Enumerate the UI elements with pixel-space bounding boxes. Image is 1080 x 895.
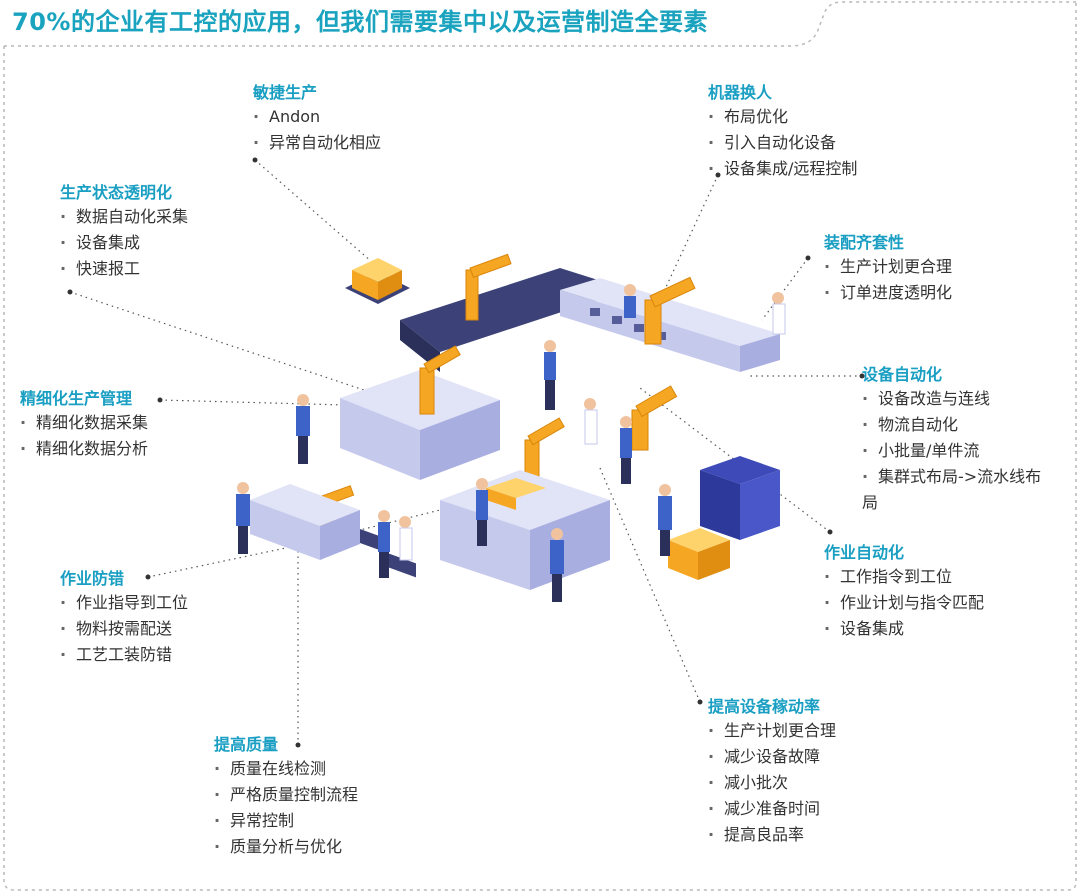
list-item: 异常控制 (214, 808, 358, 834)
group-transparency: 生产状态透明化 数据自动化采集 设备集成 快速报工 (60, 182, 188, 282)
list-item: 订单进度透明化 (824, 280, 952, 306)
group-heading: 提高质量 (214, 735, 279, 754)
list-item: 物料按需配送 (60, 616, 188, 642)
list-item: 异常自动化相应 (253, 130, 381, 156)
group-quality: 提高质量 质量在线检测 严格质量控制流程 异常控制 质量分析与优化 (214, 734, 358, 860)
list-item: 快速报工 (60, 256, 188, 282)
list-item: 工艺工装防错 (60, 642, 188, 668)
list-item: 生产计划更合理 (824, 254, 952, 280)
group-error-proofing: 作业防错 作业指导到工位 物料按需配送 工艺工装防错 (60, 568, 188, 668)
list-item: 设备集成/远程控制 (708, 156, 857, 182)
group-heading: 设备自动化 (862, 365, 943, 384)
group-heading: 敏捷生产 (253, 83, 318, 102)
list-item: 质量分析与优化 (214, 834, 358, 860)
list-item: 设备集成 (60, 230, 188, 256)
list-item: 设备改造与连线 (862, 386, 1042, 412)
forklift (668, 456, 780, 580)
list-item: 工作指令到工位 (824, 564, 984, 590)
list-item: 作业指导到工位 (60, 590, 188, 616)
list-item: 精细化数据分析 (20, 436, 148, 462)
robot-arms (319, 253, 696, 529)
group-refined-management: 精细化生产管理 精细化数据采集 精细化数据分析 (20, 388, 148, 462)
list-item: 小批量/单件流 (862, 438, 1042, 464)
list-item: 质量在线检测 (214, 756, 358, 782)
list-item: 减小批次 (708, 770, 836, 796)
list-item: 布局优化 (708, 104, 857, 130)
group-heading: 装配齐套性 (824, 233, 905, 252)
list-item: 数据自动化采集 (60, 204, 188, 230)
workers (236, 284, 786, 602)
group-heading: 生产状态透明化 (60, 183, 173, 202)
list-item: 设备集成 (824, 616, 984, 642)
group-heading: 作业自动化 (824, 543, 905, 562)
list-item: 物流自动化 (862, 412, 1042, 438)
list-item: 集群式布局->流水线布局 (862, 464, 1042, 516)
list-item: 精细化数据采集 (20, 410, 148, 436)
group-equipment-utilization: 提高设备稼动率 生产计划更合理 减少设备故障 减小批次 减少准备时间 提高良品率 (708, 696, 836, 848)
pallet-boxes (345, 258, 410, 304)
list-item: 严格质量控制流程 (214, 782, 358, 808)
group-work-automation: 作业自动化 工作指令到工位 作业计划与指令匹配 设备集成 (824, 542, 984, 642)
group-machine-replace: 机器换人 布局优化 引入自动化设备 设备集成/远程控制 (708, 82, 857, 182)
group-assembly-kitting: 装配齐套性 生产计划更合理 订单进度透明化 (824, 232, 952, 306)
assembly-platform (440, 470, 610, 590)
group-heading: 精细化生产管理 (20, 389, 133, 408)
list-item: 作业计划与指令匹配 (824, 590, 984, 616)
page-title: 70%的企业有工控的应用，但我们需要集中以及运营制造全要素 (12, 8, 708, 36)
list-item: 提高良品率 (708, 822, 836, 848)
group-heading: 机器换人 (708, 83, 773, 102)
list-item: 生产计划更合理 (708, 718, 836, 744)
group-equipment-automation: 设备自动化 设备改造与连线 物流自动化 小批量/单件流 集群式布局->流水线布局 (862, 364, 1042, 516)
inspection-station (250, 484, 360, 560)
group-agile-production: 敏捷生产 Andon 异常自动化相应 (253, 82, 381, 156)
list-item: 减少设备故障 (708, 744, 836, 770)
list-item: Andon (253, 104, 381, 130)
list-item: 减少准备时间 (708, 796, 836, 822)
list-item: 引入自动化设备 (708, 130, 857, 156)
group-heading: 提高设备稼动率 (708, 697, 821, 716)
group-heading: 作业防错 (60, 569, 125, 588)
